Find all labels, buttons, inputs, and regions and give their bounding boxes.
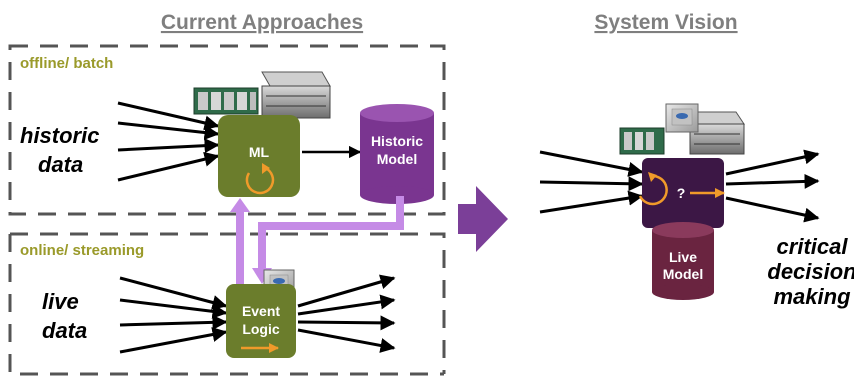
vision-output-arrows — [725, 149, 820, 223]
live-data-label-line2: data — [42, 318, 87, 343]
output-label-line2: decision — [767, 259, 854, 284]
historic-model-label-line2: Model — [377, 151, 417, 167]
vision-memory-board-icon — [619, 127, 665, 155]
live-input-arrows — [119, 276, 228, 354]
event-out-arrow-3 — [297, 315, 396, 331]
online-streaming-label: online/ streaming — [20, 242, 144, 259]
historic-arrow-1 — [117, 101, 220, 131]
output-label-line1: critical — [777, 234, 849, 259]
vision-in-arrow-3 — [539, 190, 644, 214]
ml-box — [218, 115, 300, 197]
event-out-arrow-1 — [297, 274, 396, 308]
output-label-line3: making — [773, 284, 851, 309]
offline-batch-region — [8, 44, 446, 216]
feedback-arrow-up — [230, 198, 250, 288]
live-arrow-1 — [119, 276, 228, 310]
unified-query-mark: ? — [677, 185, 686, 201]
system-vision-title: System Vision — [594, 11, 737, 34]
vision-out-arrow-1 — [725, 149, 820, 176]
event-logic-label-line2: Logic — [242, 321, 280, 337]
historic-arrow-4 — [117, 151, 220, 182]
live-arrow-4 — [119, 327, 228, 354]
historic-model-label-line1: Historic — [371, 133, 423, 149]
live-model-label-line1: Live — [669, 249, 697, 265]
event-logic-label-line1: Event — [242, 303, 280, 319]
unified-loop-icon — [638, 172, 668, 206]
memory-board-icon — [193, 87, 259, 115]
live-arrow-2 — [119, 298, 228, 319]
live-model-cylinder — [652, 222, 714, 300]
historic-model-cylinder — [360, 104, 434, 204]
online-streaming-region-left — [8, 234, 444, 376]
live-arrow-3 — [119, 314, 228, 330]
vision-in-arrow-2 — [539, 176, 644, 192]
vision-input-arrows — [539, 150, 644, 214]
training-loop-icon — [245, 163, 275, 195]
vision-out-arrow-3 — [725, 196, 820, 223]
historic-data-label-line1: historic — [20, 123, 99, 148]
current-approaches-title: Current Approaches — [161, 11, 363, 34]
event-out-arrow-4 — [297, 328, 396, 353]
offline-batch-label: offline/ batch — [20, 55, 113, 72]
historic-arrow-3 — [117, 138, 220, 154]
vision-cpu-chip-icon — [665, 103, 699, 133]
event-output-arrows — [297, 274, 396, 353]
vision-in-arrow-1 — [539, 150, 644, 177]
event-logic-box — [226, 284, 296, 358]
historic-arrow-2 — [117, 121, 220, 140]
server-rack-icon — [261, 71, 331, 119]
unified-system-box — [642, 158, 724, 228]
historic-data-label-line2: data — [38, 152, 83, 177]
live-model-label-line2: Model — [663, 266, 703, 282]
transition-arrow — [458, 186, 508, 252]
online-streaming-region — [10, 232, 446, 374]
historic-input-arrows — [117, 101, 220, 182]
event-out-arrow-2 — [297, 294, 396, 316]
vision-out-arrow-2 — [725, 173, 820, 189]
ml-label: ML — [249, 144, 270, 160]
live-data-label-line1: live — [42, 289, 79, 314]
